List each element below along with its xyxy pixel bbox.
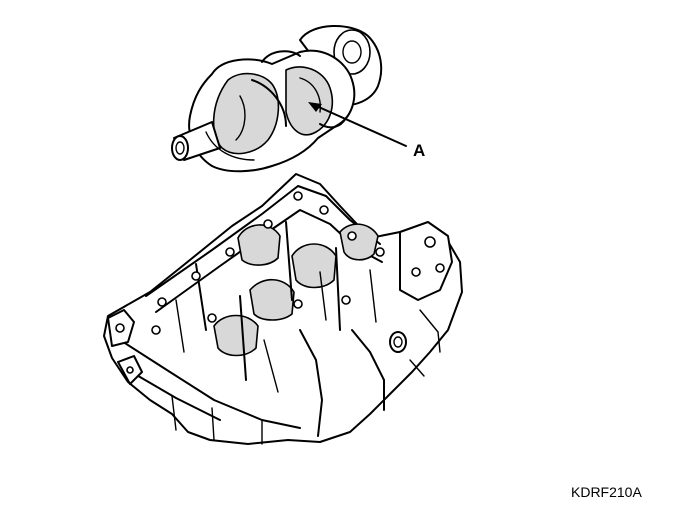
crankshaft-illustration [171,25,383,173]
callout-label-a: A [413,141,426,160]
cylinder-block-illustration [103,173,463,445]
callout-leader-line [311,103,407,147]
figure-code: KDRF210A [571,484,642,500]
callout-arrowhead [308,102,322,112]
